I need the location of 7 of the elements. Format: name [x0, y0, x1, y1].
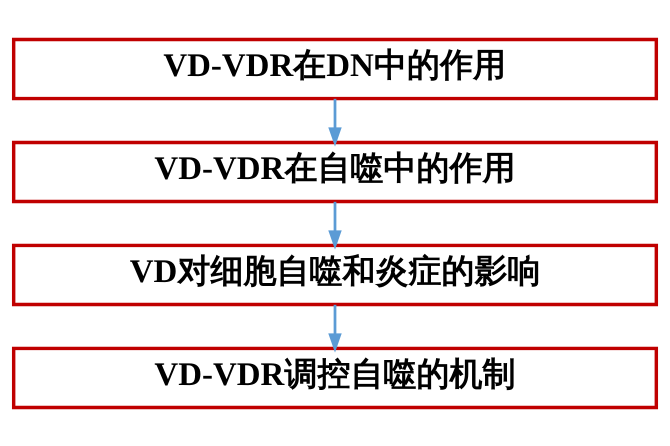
- node-box: VD对细胞自噬和炎症的影响: [12, 243, 658, 306]
- arrow: [328, 201, 342, 250]
- arrow: [328, 304, 342, 352]
- node-box: VD-VDR在DN中的作用: [12, 37, 658, 100]
- arrow: [328, 98, 342, 146]
- node-box: VD-VDR调控自噬的机制: [12, 346, 658, 409]
- node-box: VD-VDR在自噬中的作用: [12, 140, 658, 203]
